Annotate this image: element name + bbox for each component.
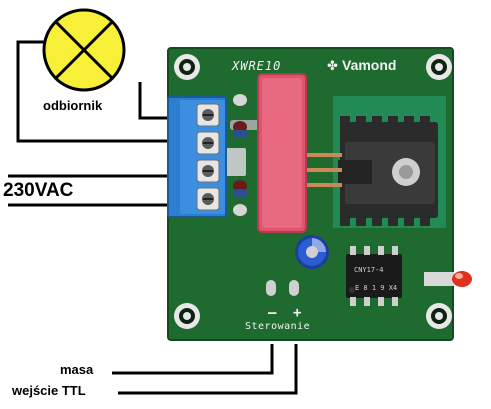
minus-sign: – xyxy=(268,305,277,321)
indicator-led xyxy=(424,271,472,287)
optocoupler-ic xyxy=(346,246,402,306)
plus-sign: + xyxy=(293,305,302,321)
lamp-cross-icon xyxy=(42,8,126,92)
electrolytic-capacitor xyxy=(295,235,329,269)
terminal-block xyxy=(167,96,227,218)
small-components xyxy=(233,121,247,197)
ttl-input-label: wejście TTL xyxy=(12,383,86,398)
board-model-label: XWRE10 xyxy=(232,59,282,73)
relay-block xyxy=(257,73,307,233)
mains-wiring xyxy=(8,174,168,207)
heatsink-area xyxy=(333,96,446,228)
board-brand-label: Vamond xyxy=(342,57,397,73)
mains-voltage-label: 230VAC xyxy=(3,180,74,201)
control-pads xyxy=(266,280,299,296)
ic-marking-top: CNY17-4 xyxy=(354,266,384,274)
vamond-flower-icon: ✤ xyxy=(327,58,338,73)
lamp-wiring xyxy=(16,40,168,143)
ground-label: masa xyxy=(60,362,94,377)
load-label: odbiornik xyxy=(43,98,103,113)
control-wiring xyxy=(112,344,298,395)
ic-marking-bottom: E 8 1 9 X4 xyxy=(355,284,398,292)
mounting-holes xyxy=(174,54,452,329)
control-label: Sterowanie xyxy=(245,321,311,332)
